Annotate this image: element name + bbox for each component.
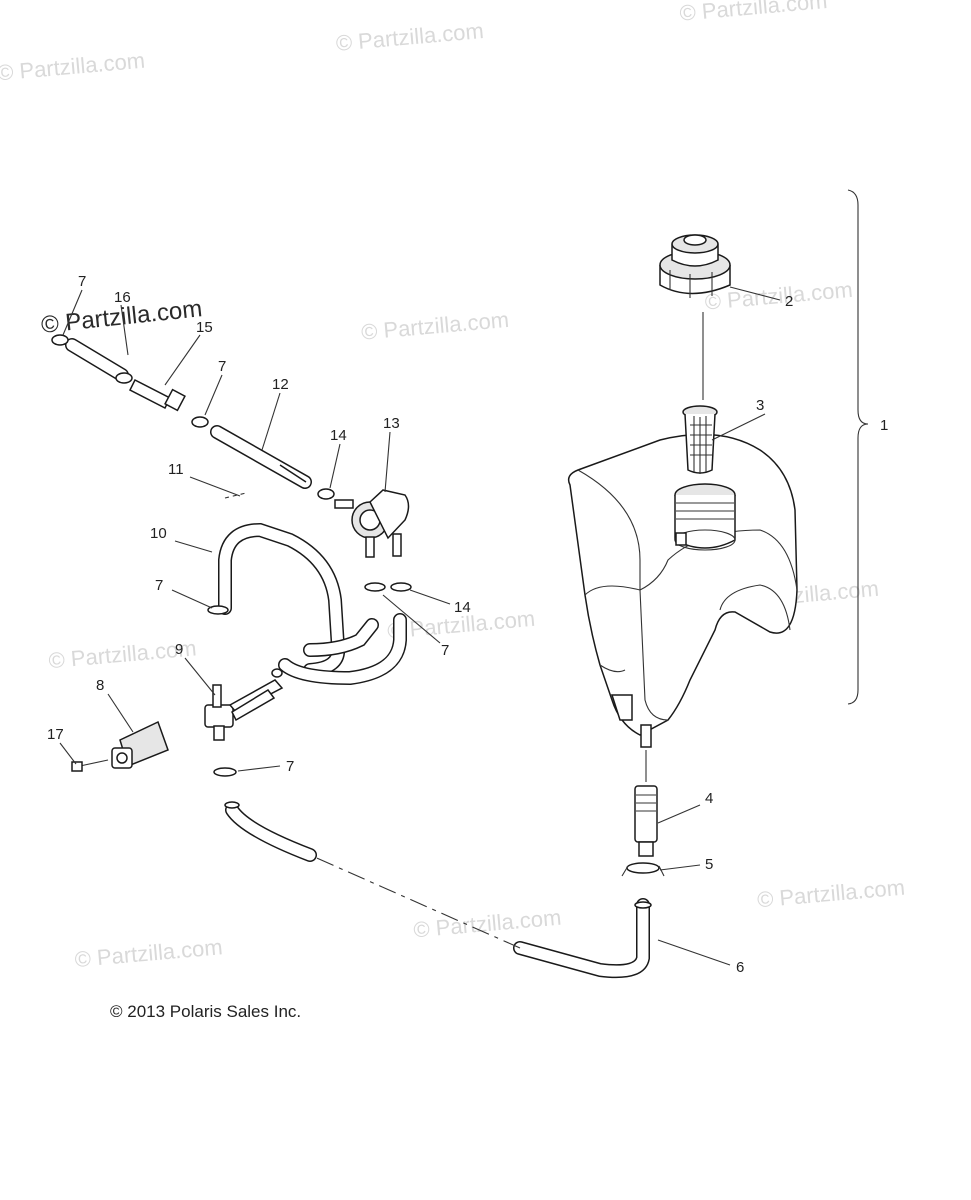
vent-hose [210,425,312,489]
hose-fitting [128,378,186,412]
fuel-pump [334,489,410,558]
hose-clamp [191,416,209,428]
fuel-hose-return [218,492,407,686]
fuel-cap [659,234,731,298]
fuel-strainer [682,405,718,474]
callout-7-top: 7 [78,273,86,290]
callout-6: 6 [736,959,744,976]
callout-7-lower: 7 [286,758,294,775]
callout-labels: 1 2 3 4 5 6 7 7 7 7 7 8 9 10 11 12 13 14… [47,273,888,976]
callout-13: 13 [383,415,400,432]
callout-8: 8 [96,677,104,694]
hose-clamp [207,605,229,615]
callout-9: 9 [175,641,183,658]
watermark: © Partzilla.com [360,307,510,345]
callout-5: 5 [705,856,713,873]
hose-clamp [364,582,386,592]
callout-10: 10 [150,525,167,542]
callout-7-hose: 7 [155,577,163,594]
hose-clamp [51,334,69,346]
watermark: © Partzilla.com [74,934,224,972]
hose-clamp-lower [213,767,237,777]
short-hose [65,338,129,382]
callout-17: 17 [47,726,64,743]
watermark: © Partzilla.com [335,18,485,56]
watermark: © Partzilla.com [756,875,906,913]
callout-4: 4 [705,790,713,807]
fuel-tank [567,433,798,748]
fuel-filter [634,785,658,857]
mounting-screw [71,759,109,772]
watermark: © Partzilla.com [0,48,146,86]
fuel-valve-knob [111,720,169,769]
callout-12: 12 [272,376,289,393]
hose-clamp [317,488,335,500]
hose-clamp [621,862,665,877]
watermark: © Partzilla.com [679,0,829,26]
copyright-notice: © 2013 Polaris Sales Inc. [110,1002,301,1021]
leader-lines [59,286,781,966]
callout-1: 1 [880,417,888,434]
callout-14-pump: 14 [454,599,471,616]
fuel-hose-lower [224,801,652,979]
callout-7-fitting: 7 [218,358,226,375]
fuel-valve [204,668,284,741]
callout-11: 11 [168,461,184,478]
callout-2: 2 [785,293,793,310]
callout-3: 3 [756,397,764,414]
hose-clamp [115,372,133,384]
callout-15: 15 [196,319,213,336]
callout-7-pump: 7 [441,642,449,659]
hose-clamp [390,582,412,592]
assembly-bracket [847,189,869,705]
callout-14-top: 14 [330,427,347,444]
callout-16: 16 [114,289,131,306]
